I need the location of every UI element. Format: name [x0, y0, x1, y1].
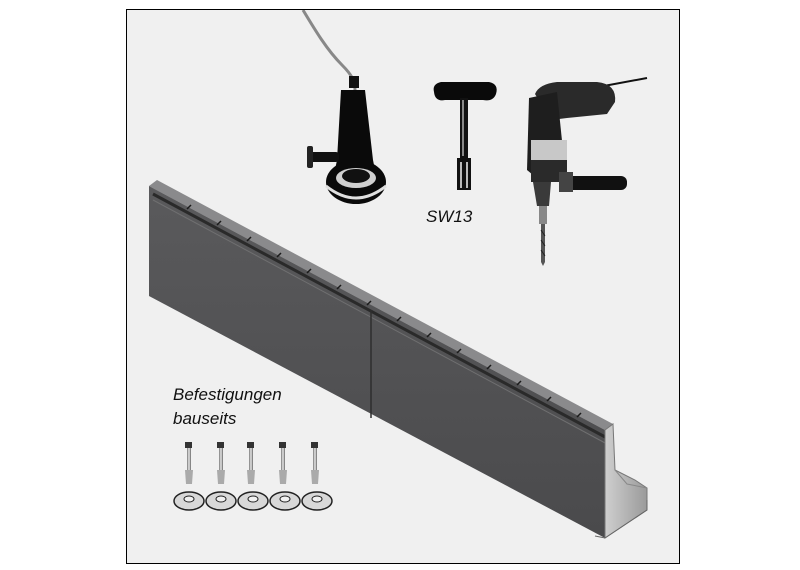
- hammer-drill-icon: [527, 77, 648, 266]
- angle-grinder-icon: [301, 10, 387, 204]
- anchor-bolt-icon: [279, 442, 287, 484]
- l-shaped-wall-element: [149, 180, 648, 539]
- washer-icon: [237, 491, 269, 511]
- diagram-canvas: .: [149, 10, 648, 539]
- anchor-bolt-icon: [311, 442, 319, 484]
- fasteners-label-line1: Befestigungen: [173, 385, 282, 404]
- washer-icon: [205, 491, 237, 511]
- washer-icon: [301, 491, 333, 511]
- t-handle-socket-wrench-icon: [433, 82, 497, 190]
- fasteners-label-line2: bauseits: [173, 409, 237, 428]
- washer-icon: [269, 491, 301, 511]
- anchor-bolt-icon: [185, 442, 193, 484]
- wrench-size-label: SW13: [426, 207, 473, 226]
- anchor-bolts: [185, 442, 319, 484]
- washer-icon: [173, 491, 205, 511]
- washers: [173, 491, 333, 511]
- anchor-bolt-icon: [217, 442, 225, 484]
- cap-rivets: [186, 204, 582, 418]
- diagram-frame: .: [126, 9, 680, 564]
- anchor-bolt-icon: [247, 442, 255, 484]
